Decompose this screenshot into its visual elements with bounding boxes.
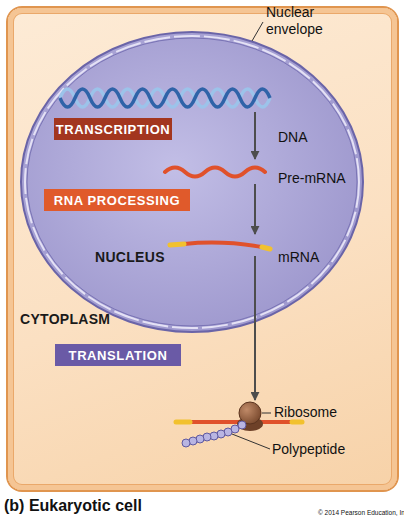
amino-acid-bead [224,428,232,436]
dna-strand [60,89,270,107]
ribosome-small-subunit [237,417,263,431]
process-name: TRANSLATION [69,348,168,363]
process-label: TRANSCRIPTION [54,118,172,140]
figure-caption: (b) Eukaryotic cell [4,497,142,515]
nucleus-outline [19,30,365,334]
ribosome-symbol [237,402,263,431]
mrna-tail [292,420,302,425]
flow-arrow [254,184,256,234]
region-name: CYTOPLASM [20,311,110,327]
mrna-cap [176,420,190,425]
ribosome-large-subunit [239,402,261,424]
pre-mrna-strand [165,168,265,177]
polypeptide-chain [182,421,246,447]
copyright-note: © 2014 Pearson Education, Inc. [318,508,404,517]
mrna-coding [184,243,262,247]
amino-acid-bead [182,439,190,447]
process-name: RNA PROCESSING [54,193,180,208]
mrna-cap [170,244,184,245]
process-label: RNA PROCESSING [44,189,190,211]
nucleus-region: NUCLEUS TRANSCRIPTION RNA PROCESSING [19,30,365,334]
process-label: TRANSLATION [55,344,181,366]
leader-line [232,434,270,449]
dna-strand [60,89,270,107]
amino-acid-bead [238,421,246,429]
mrna-strand [170,243,270,249]
nuclear-envelope-outer [21,32,363,332]
flow-arrow [254,112,256,159]
mrna-tail [262,247,270,249]
amino-acid-bead [203,433,211,441]
amino-acid-bead [217,430,225,438]
flow-arrow [254,256,256,400]
leader-line [252,22,263,41]
dna-helix [60,89,270,107]
amino-acid-bead [196,435,204,443]
nuclear-envelope-inner [25,36,359,328]
leader-line [262,413,271,414]
amino-acid-bead [210,432,218,440]
amino-acid-bead [231,425,239,433]
process-name: TRANSCRIPTION [56,122,171,137]
mrna-strand [176,422,302,423]
nuclear-envelope-inner [27,38,357,326]
cell-region: CYTOPLASM NUCLEUS TRANSCRIPTION RNA PROCESS… [8,8,397,490]
region-name: NUCLEUS [95,249,165,265]
mrna-coding [190,420,292,424]
amino-acid-bead [189,437,197,445]
